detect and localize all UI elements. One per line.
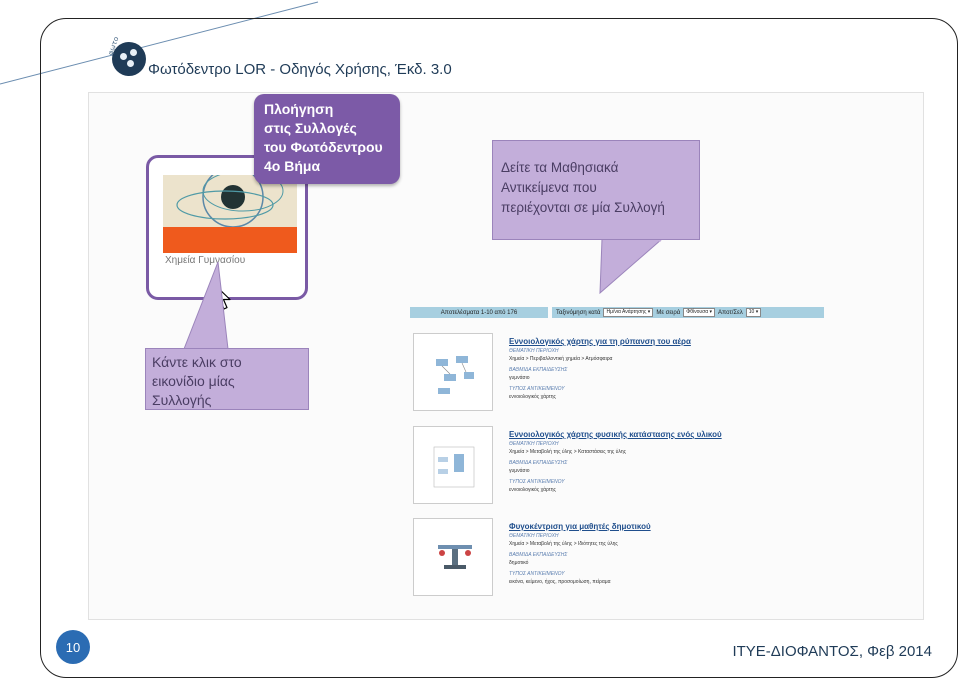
result-title-link[interactable]: Φυγοκέντριση για μαθητές δημοτικού <box>509 522 651 531</box>
field-value: Χημεία > Μεταβολή της ύλης > Καταστάσεις… <box>509 449 627 455</box>
callout-line: Συλλογής <box>152 392 212 408</box>
sort-label: Ταξινόμηση κατά <box>556 309 601 316</box>
page-number-badge: 10 <box>56 630 90 664</box>
callout-line: 4ο Βήμα <box>264 158 321 174</box>
order-label: Με σειρά <box>656 309 681 316</box>
callout-tail <box>599 239 663 295</box>
per-page-value: 10 <box>748 309 755 315</box>
collection-thumbnail <box>163 175 297 253</box>
results-toolbar: Αποτελέσματα 1-10 από 176 Ταξινόμηση κατ… <box>410 307 824 318</box>
footer-credit: ΙΤΥΕ-ΔΙΟΦΑΝΤΟΣ, Φεβ 2014 <box>732 643 932 660</box>
result-item: Εννοιολογικός χάρτης για τη ρύπανση του … <box>413 333 833 413</box>
click-icon-callout: Κάντε κλικ στο εικονίδιο μίας Συλλογής <box>145 348 309 410</box>
slide-title: Φωτόδεντρο LOR - Οδηγός Χρήσης, Έκδ. 3.0 <box>148 61 452 78</box>
field-value: εικόνα, κείμενο, ήχος, προσομοίωση, πείρ… <box>509 579 611 585</box>
result-thumbnail[interactable] <box>413 518 493 596</box>
field-value: εννοιολογικός χάρτης <box>509 487 556 493</box>
field-label: ΤΥΠΟΣ ΑΝΤΙΚΕΙΜΕΝΟΥ <box>509 479 565 485</box>
slide-frame <box>40 18 958 678</box>
per-page-select[interactable]: 10 ▾ <box>745 308 762 317</box>
result-thumbnail[interactable] <box>413 426 493 504</box>
callout-line: στις Συλλογές <box>264 120 357 136</box>
callout-line: Δείτε τα Μαθησιακά <box>501 160 619 175</box>
field-label: ΘΕΜΑΤΙΚΗ ΠΕΡΙΟΧΗ <box>509 533 559 539</box>
result-item: Εννοιολογικός χάρτης φυσικής κατάστασης … <box>413 426 833 506</box>
collection-label: Χημεία Γυμνασίου <box>165 255 246 266</box>
result-thumbnail[interactable] <box>413 333 493 411</box>
field-value: Χημεία > Περιβαλλοντική χημεία > Ατμόσφα… <box>509 356 613 362</box>
callout-line: Πλοήγηση <box>264 101 334 117</box>
callout-line: περιέχονται σε μία Συλλογή <box>501 200 665 215</box>
field-label: ΘΕΜΑΤΙΚΗ ΠΕΡΙΟΧΗ <box>509 348 559 354</box>
photodentro-logo-icon <box>112 42 146 76</box>
callout-line: εικονίδιο μίας <box>152 373 235 389</box>
order-value: Φθίνουσα <box>686 309 709 315</box>
field-value: εννοιολογικός χάρτης <box>509 394 556 400</box>
results-count: Αποτελέσματα 1-10 από 176 <box>410 307 548 318</box>
result-title-link[interactable]: Εννοιολογικός χάρτης για τη ρύπανση του … <box>509 337 691 346</box>
order-select[interactable]: Φθίνουσα ▾ <box>683 308 716 317</box>
result-title-link[interactable]: Εννοιολογικός χάρτης φυσικής κατάστασης … <box>509 430 722 439</box>
per-page-label: Αποτ/Σελ <box>718 309 743 316</box>
field-label: ΒΑΘΜΙΔΑ ΕΚΠΑΙΔΕΥΣΗΣ <box>509 552 568 558</box>
field-value: γυμνάσιο <box>509 375 530 381</box>
navigation-step-callout: Πλοήγηση στις Συλλογές του Φωτόδεντρου 4… <box>254 94 400 184</box>
view-objects-callout: Δείτε τα Μαθησιακά Αντικείμενα που περιέ… <box>492 140 700 240</box>
result-item: Φυγοκέντριση για μαθητές δημοτικού ΘΕΜΑΤ… <box>413 518 833 598</box>
callout-line: του Φωτόδεντρου <box>264 139 383 155</box>
field-label: ΘΕΜΑΤΙΚΗ ΠΕΡΙΟΧΗ <box>509 441 559 447</box>
field-label: ΒΑΘΜΙΔΑ ΕΚΠΑΙΔΕΥΣΗΣ <box>509 367 568 373</box>
field-label: ΒΑΘΜΙΔΑ ΕΚΠΑΙΔΕΥΣΗΣ <box>509 460 568 466</box>
sort-value: Ημ/νια Ανάρτησης <box>606 309 647 315</box>
field-label: ΤΥΠΟΣ ΑΝΤΙΚΕΙΜΕΝΟΥ <box>509 571 565 577</box>
field-label: ΤΥΠΟΣ ΑΝΤΙΚΕΙΜΕΝΟΥ <box>509 386 565 392</box>
field-value: Χημεία > Μεταβολή της ύλης > Ιδιότητες τ… <box>509 541 618 547</box>
callout-line: Αντικείμενα που <box>501 180 597 195</box>
field-value: δημοτικό <box>509 560 529 566</box>
sort-select[interactable]: Ημ/νια Ανάρτησης ▾ <box>603 308 654 317</box>
callout-line: Κάντε κλικ στο <box>152 354 242 370</box>
callout-tail <box>183 261 229 350</box>
decorative-line <box>0 1 319 85</box>
field-value: γυμνάσιο <box>509 468 530 474</box>
